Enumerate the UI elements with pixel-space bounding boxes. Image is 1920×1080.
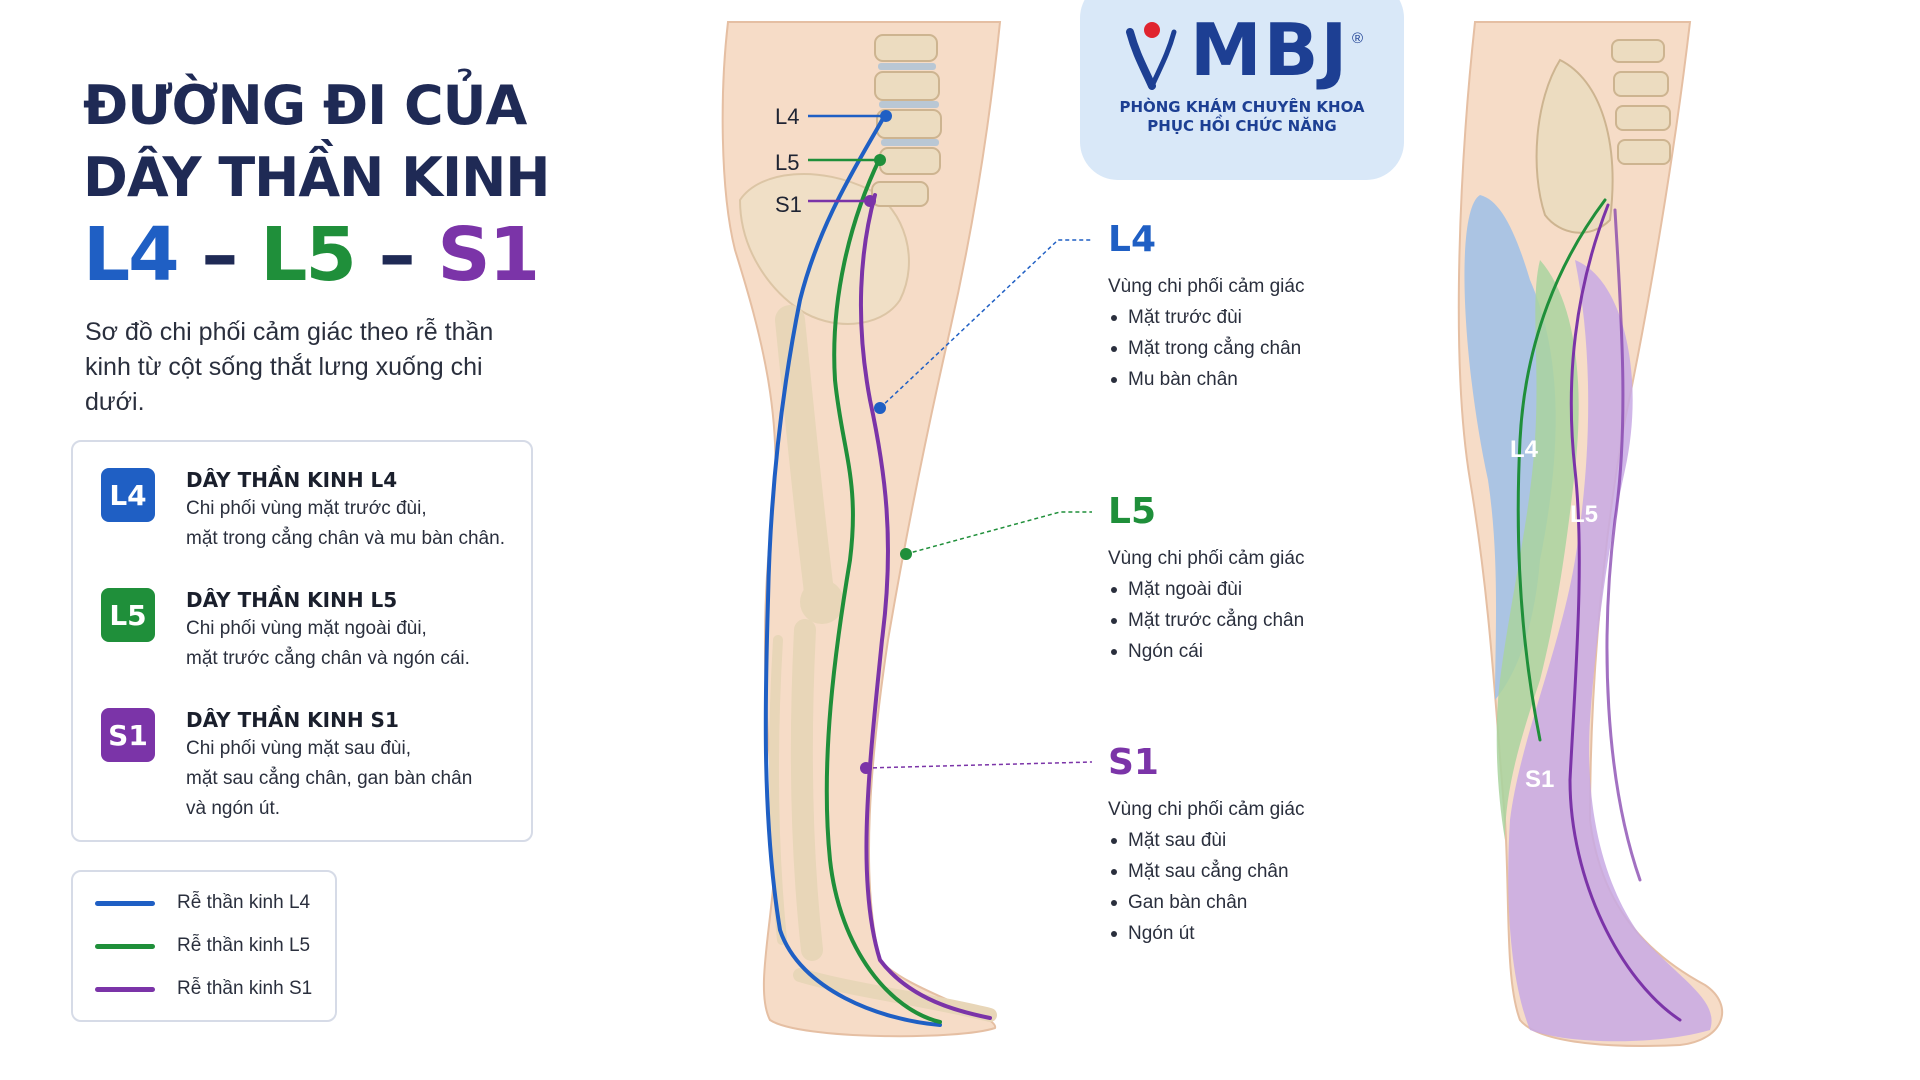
logo-name: MBJ (1190, 8, 1350, 92)
connector-l5 (905, 511, 1092, 555)
region-item: Mặt trước cẳng chân (1108, 605, 1304, 636)
code-dash-2: – (354, 212, 438, 298)
legend-label-l5: Rễ thần kinh L5 (177, 935, 311, 956)
legend-line-l5 (95, 943, 155, 949)
legend-item-l5: Rễ thần kinh L5 (95, 931, 310, 961)
back-leg (1457, 21, 1724, 1047)
region-item: Mặt sau đùi (1108, 825, 1304, 856)
connector-l4 (879, 239, 1092, 409)
region-intro-s1: Vùng chi phối cảm giác (1108, 799, 1305, 820)
title-line-2: DÂY THẦN KINH (83, 146, 550, 209)
badge-l4: L4 (101, 468, 155, 522)
nerve-title-l4: DÂY THẦN KINH L4 (186, 468, 398, 492)
spine-label-s1-text: S1 (775, 192, 802, 217)
nerve-paths-front (763, 113, 992, 1027)
region-item: Mặt trong cẳng chân (1108, 333, 1304, 364)
nerve-desc-l4-2: mặt trong cẳng chân và mu bàn chân. (186, 528, 505, 549)
nerve-summary-card: L4 DÂY THẦN KINH L4 Chi phối vùng mặt tr… (71, 440, 533, 842)
region-item: Ngón út (1108, 918, 1304, 949)
title-line-1: ĐƯỜNG ĐI CỦA (83, 74, 527, 137)
callout-dot-s1 (860, 762, 872, 774)
clinic-logo: MBJ ® PHÒNG KHÁM CHUYÊN KHOA PHỤC HỒI CH… (1080, 0, 1404, 180)
nerve-desc-l5-1: Chi phối vùng mặt ngoài đùi, (186, 618, 427, 639)
spine-label-l4: L4 (775, 104, 892, 129)
zone-label-l4: L4 (1510, 436, 1539, 463)
region-code-s1: S1 (1108, 742, 1159, 783)
region-item: Mặt trước đùi (1108, 302, 1304, 333)
region-code-l4: L4 (1108, 219, 1156, 260)
legend-item-l4: Rễ thần kinh L4 (95, 888, 310, 918)
code-dash-1: – (177, 212, 261, 298)
spine-label-l4-text: L4 (775, 104, 799, 129)
code-s1: S1 (437, 212, 540, 298)
nerve-title-s1: DÂY THẦN KINH S1 (186, 708, 399, 732)
spine-label-l5-text: L5 (775, 150, 799, 175)
spine-label-s1: S1 (775, 192, 876, 217)
nerve-desc-s1-1: Chi phối vùng mặt sau đùi, (186, 738, 411, 759)
legend-line-l4 (95, 900, 155, 906)
legend-label-l4: Rễ thần kinh L4 (177, 892, 311, 913)
spine-dot-s1 (864, 195, 876, 207)
subtitle: Sơ đồ chi phối cảm giác theo rễ thần kin… (85, 318, 494, 416)
badge-s1: S1 (101, 708, 155, 762)
spine-dot-l4 (880, 110, 892, 122)
code-l4: L4 (83, 212, 180, 298)
nerve-desc-s1-2: mặt sau cẳng chân, gan bàn chân (186, 768, 473, 789)
legend-line-s1 (95, 986, 155, 992)
region-intro-l5: Vùng chi phối cảm giác (1108, 548, 1305, 569)
code-l5: L5 (260, 212, 357, 298)
region-item: Gan bàn chân (1108, 887, 1304, 918)
front-leg (721, 21, 1002, 1038)
callout-connectors (865, 239, 1093, 769)
region-info-l5: L5 Vùng chi phối cảm giác Mặt ngoài đùi … (1108, 492, 1304, 667)
logo-registered-mark: ® (1352, 30, 1364, 47)
region-item: Mặt sau cẳng chân (1108, 856, 1304, 887)
nerve-desc-s1-3: và ngón út. (186, 798, 281, 819)
page-title: ĐƯỜNG ĐI CỦA DÂY THẦN KINH (83, 70, 550, 214)
spine-label-l5: L5 (775, 150, 886, 175)
nerve-paths-back (1516, 198, 1682, 1022)
region-info-s1: S1 Vùng chi phối cảm giác Mặt sau đùi Mặ… (1108, 743, 1304, 949)
nerve-desc-l5-2: mặt trước cẳng chân và ngón cái. (186, 648, 470, 669)
logo-subtitle-1: PHÒNG KHÁM CHUYÊN KHOA (1119, 98, 1365, 116)
logo-subtitle-2: PHỤC HỒI CHỨC NĂNG (1147, 117, 1337, 135)
logo-symbol-icon (1126, 22, 1177, 90)
badge-l5: L5 (101, 588, 155, 642)
nerve-codes-heading: L4 – L5 – S1 (83, 212, 540, 298)
nerve-title-l5: DÂY THẦN KINH L5 (186, 588, 398, 612)
region-code-l5: L5 (1108, 491, 1156, 532)
legend-label-s1: Rễ thần kinh S1 (177, 978, 313, 999)
region-item: Mặt ngoài đùi (1108, 574, 1304, 605)
legend-item-s1: Rễ thần kinh S1 (95, 974, 312, 1004)
region-item: Ngón cái (1108, 636, 1304, 667)
region-item: Mu bàn chân (1108, 364, 1304, 395)
legend: Rễ thần kinh L4 Rễ thần kinh L5 Rễ thần … (71, 870, 337, 1022)
region-intro-l4: Vùng chi phối cảm giác (1108, 276, 1305, 297)
callout-dot-l5 (900, 548, 912, 560)
zone-label-s1: S1 (1525, 766, 1554, 793)
nerve-desc-l4-1: Chi phối vùng mặt trước đùi, (186, 498, 427, 519)
connector-s1 (865, 761, 1093, 769)
callout-dot-l4 (874, 402, 886, 414)
region-info-l4: L4 Vùng chi phối cảm giác Mặt trước đùi … (1108, 220, 1304, 395)
zone-label-l5: L5 (1570, 501, 1598, 528)
spine-dot-l5 (874, 154, 886, 166)
